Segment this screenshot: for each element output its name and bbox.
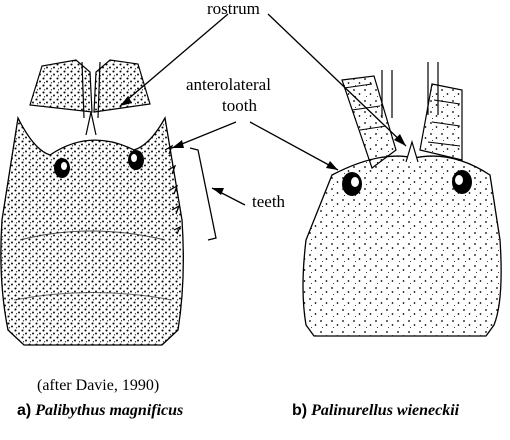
palibythus-illustration [1,60,183,345]
teeth-bracket [190,148,216,240]
rostrum-pointer-b [268,14,406,146]
teeth-label: teeth [252,193,285,210]
caption-b-species: Palinurellus wieneckii [311,402,459,419]
caption-a-letter: a) [17,402,31,419]
rostrum-label: rostrum [207,0,260,17]
tooth-label: tooth [222,97,257,114]
caption-b-letter: b) [292,402,307,419]
caption-a: a) Palibythus magnificus [17,403,183,419]
credit-text: (after Davie, 1990) [37,378,159,394]
caption-a-species: Palibythus magnificus [35,402,183,419]
anterolateral-pointer-b [250,122,338,170]
caption-b: b) Palinurellus wieneckii [292,403,459,419]
palinurellus-illustration [303,62,501,336]
anterolateral-label: anterolateral [186,76,271,93]
